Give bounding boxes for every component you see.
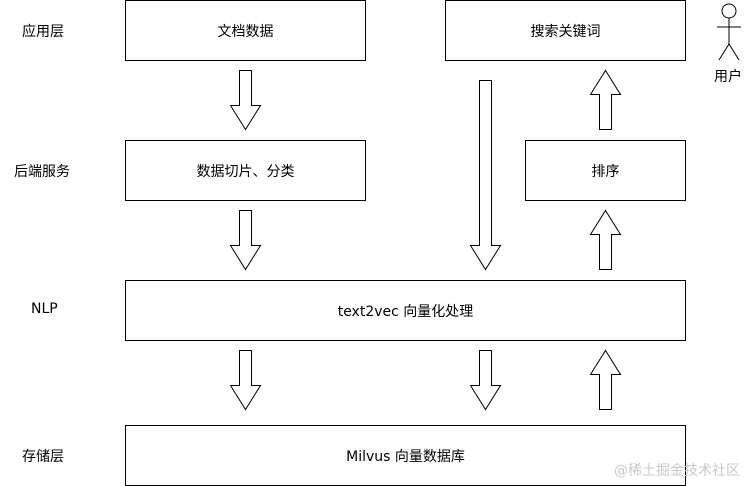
layer-label-storage: 存储层 bbox=[22, 449, 64, 465]
box-text2vec: text2vec 向量化处理 bbox=[125, 280, 686, 341]
arrow-up-text2vec-to-sort bbox=[589, 209, 622, 270]
arrow-down-slicing-to-text2vec bbox=[229, 210, 262, 271]
box-search-keywords: 搜索关键词 bbox=[445, 0, 686, 61]
box-milvus: Milvus 向量数据库 bbox=[125, 425, 686, 486]
box-docs: 文档数据 bbox=[125, 0, 366, 61]
box-sort: 排序 bbox=[525, 140, 686, 201]
user-actor-icon bbox=[717, 3, 741, 61]
layer-label-backend: 后端服务 bbox=[14, 164, 70, 180]
actor-label-user: 用户 bbox=[714, 69, 742, 85]
arrow-down-docs-to-slicing bbox=[229, 70, 262, 131]
arrow-down-text2vec-to-milvus-right bbox=[469, 350, 502, 411]
arrow-down-text2vec-to-milvus bbox=[229, 350, 262, 411]
arrow-down-search-to-text2vec bbox=[469, 80, 502, 271]
layer-label-app: 应用层 bbox=[22, 24, 64, 40]
watermark: @稀土掘金技术社区 bbox=[614, 463, 740, 479]
box-data-slicing: 数据切片、分类 bbox=[125, 140, 366, 201]
arrow-up-sort-to-search bbox=[589, 69, 622, 130]
arrow-up-milvus-to-text2vec bbox=[589, 349, 622, 410]
layer-label-nlp: NLP bbox=[31, 301, 58, 317]
